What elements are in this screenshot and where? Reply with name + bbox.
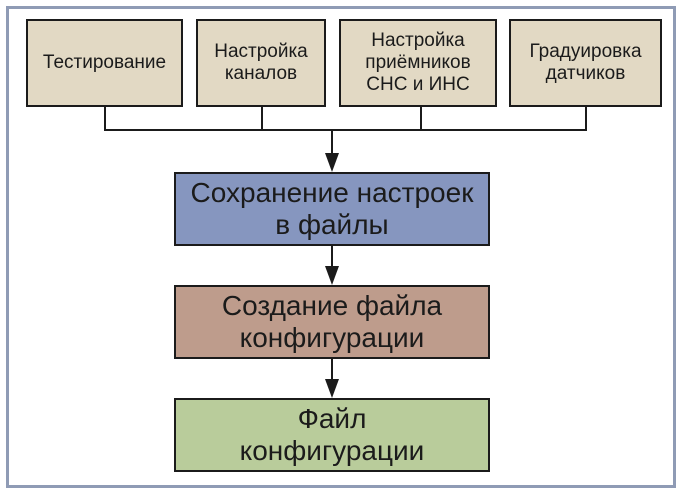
box-config-file-label: Файл конфигурации: [239, 403, 425, 466]
box-channel-setup-label: Настройка каналов: [214, 41, 308, 84]
arrow-to-create: [325, 266, 339, 285]
box-config-file: Файл конфигурации: [174, 398, 490, 472]
box-testing-label: Тестирование: [42, 52, 167, 73]
box-create-config-label: Создание файла конфигурации: [221, 290, 443, 353]
box-receiver-setup: Настройка приёмников СНС и ИНС: [339, 19, 497, 107]
box-testing: Тестирование: [26, 19, 183, 107]
box-receiver-setup-label: Настройка приёмников СНС и ИНС: [365, 30, 471, 95]
arrow-to-file: [325, 379, 339, 398]
box-save-settings-label: Сохранение настроек в файлы: [190, 177, 474, 240]
box-create-config: Создание файла конфигурации: [174, 285, 490, 359]
box-save-settings: Сохранение настроек в файлы: [174, 172, 490, 246]
box-sensor-calibration: Градуировка датчиков: [509, 19, 662, 107]
arrow-to-save: [325, 153, 339, 172]
box-sensor-calibration-label: Градуировка датчиков: [529, 41, 642, 84]
box-channel-setup: Настройка каналов: [196, 19, 326, 107]
